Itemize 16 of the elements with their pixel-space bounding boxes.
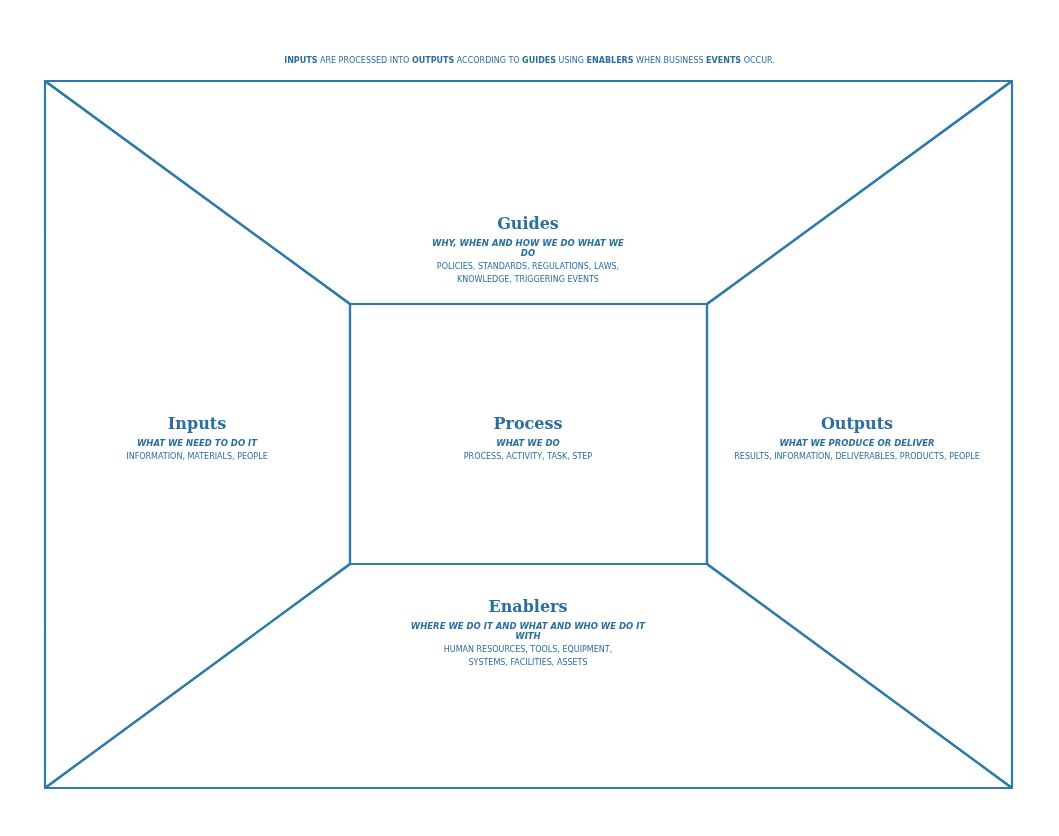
section-subtitle: WHAT WE DO [496,438,560,448]
section-heading: Guides [497,214,559,233]
section-subtitle: WHY, WHEN AND HOW WE DO WHAT WE DO [431,238,625,258]
section-subtitle: WHERE WE DO IT AND WHAT AND WHO WE DO IT WITH [409,621,647,641]
summary-sentence: INPUTS ARE PROCESSED INTO OUTPUTS ACCORDING TO GUIDES USING ENABLERS WHEN BUSINESS EVENTS OCCUR. [283,56,776,65]
section-heading: Enablers [488,597,568,616]
section-description: RESULTS, INFORMATION, DELIVERABLES, PRODUCTS, PEOPLE [734,451,980,463]
section-description: INFORMATION, MATERIALS, PEOPLE [126,451,268,463]
section-description: HUMAN RESOURCES, TOOLS, EQUIPMENT, SYSTEMS, FACILITIES, ASSETS [442,644,614,669]
section-heading: Process [493,414,563,433]
section-subtitle: WHAT WE PRODUCE OR DELIVER [779,438,935,448]
section-description: PROCESS, ACTIVITY, TASK, STEP [463,451,593,463]
section-description: POLICIES, STANDARDS, REGULATIONS, LAWS, KNOWLEDGE, TRIGGERING EVENTS [435,261,621,286]
section-heading: Inputs [167,414,227,433]
section-heading: Outputs [820,414,894,433]
section-subtitle: WHAT WE NEED TO DO IT [136,438,258,448]
